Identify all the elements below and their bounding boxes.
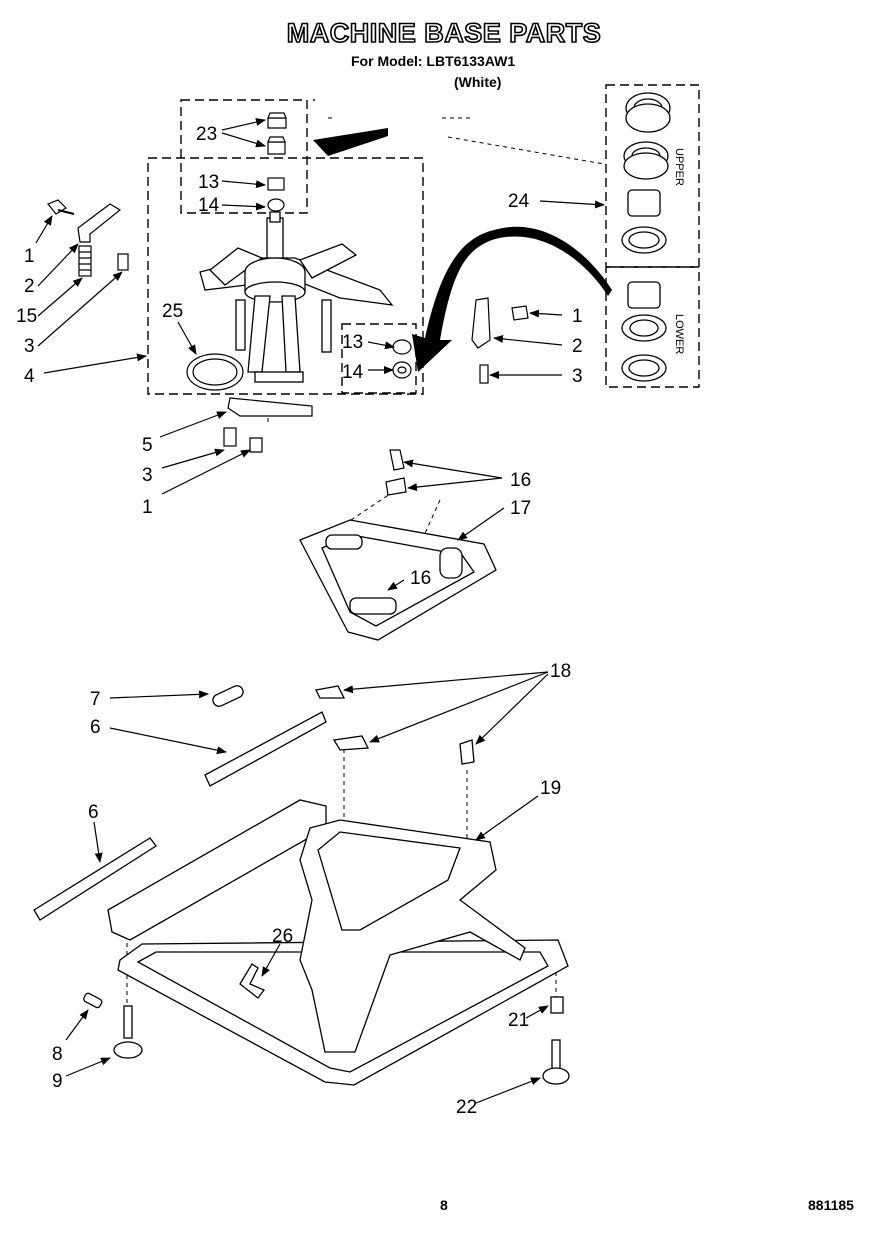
base-frame-19 xyxy=(33,685,570,1086)
callout-3-right: 3 xyxy=(572,366,583,387)
callout-26: 26 xyxy=(272,926,293,947)
callout-arrows xyxy=(35,118,605,1104)
page-number: 8 xyxy=(440,1197,448,1213)
callout-16-frame: 16 xyxy=(410,568,431,589)
top-frame-17 xyxy=(299,519,497,641)
callout-2-left: 2 xyxy=(24,276,35,297)
callout-24: 24 xyxy=(508,191,530,212)
callout-21: 21 xyxy=(508,1010,529,1031)
color-subtitle: (White) xyxy=(454,74,502,90)
callout-19: 19 xyxy=(540,778,561,799)
callout-18: 18 xyxy=(550,661,571,682)
callout-25: 25 xyxy=(162,301,183,322)
callout-14-right: 14 xyxy=(342,362,364,383)
diagram-title: MACHINE BASE PARTS xyxy=(286,17,602,49)
callout-7: 7 xyxy=(90,689,101,710)
callout-5: 5 xyxy=(142,435,153,456)
callout-13-top: 13 xyxy=(198,172,219,193)
callout-6-lower: 6 xyxy=(88,802,99,823)
callout-23: 23 xyxy=(196,124,217,145)
callout-4: 4 xyxy=(24,366,35,387)
callout-1-lower: 1 xyxy=(142,497,153,518)
callout-3-lower: 3 xyxy=(142,465,153,486)
callout-22: 22 xyxy=(456,1097,477,1118)
callout-3-left: 3 xyxy=(24,336,35,357)
curved-arrow xyxy=(412,226,612,372)
callout-6-upper: 6 xyxy=(90,717,101,738)
document-code: 881185 xyxy=(808,1197,854,1213)
hardware-parts xyxy=(47,112,529,599)
callout-13-right: 13 xyxy=(342,332,363,353)
transmission-assembly xyxy=(199,211,394,383)
dashed-group-boxes xyxy=(147,84,700,395)
callout-8: 8 xyxy=(52,1044,63,1065)
model-subtitle: For Model: LBT6133AW1 xyxy=(351,53,516,69)
callout-1-left: 1 xyxy=(24,246,35,267)
callout-9: 9 xyxy=(52,1071,63,1092)
callout-16-top: 16 xyxy=(510,470,531,491)
callout-14-top: 14 xyxy=(198,195,220,216)
bearing-kits xyxy=(621,92,671,382)
lower-kit-label: LOWER xyxy=(673,314,685,354)
callout-15: 15 xyxy=(16,306,37,327)
callout-17: 17 xyxy=(510,498,531,519)
top-pointer-arrow xyxy=(313,128,388,156)
upper-kit-label: UPPER xyxy=(673,148,685,186)
callout-numbers: 23 13 14 24 1 2 15 3 4 25 13 14 1 2 3 5 … xyxy=(16,124,583,1118)
callout-2-right: 2 xyxy=(572,336,583,357)
callout-1-right: 1 xyxy=(572,306,583,327)
